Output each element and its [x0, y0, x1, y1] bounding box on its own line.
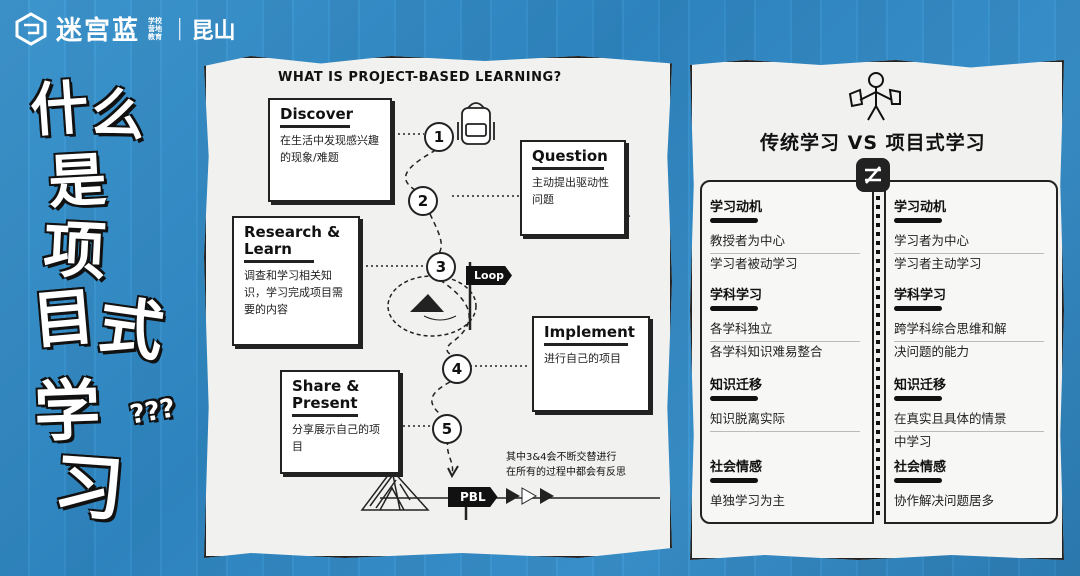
brand-logo: 迷宫蓝 学校营地教育 | 昆山	[14, 10, 235, 47]
section-heading: 学科学习	[894, 288, 947, 303]
note-line: 其中3&4会不断交替进行	[506, 452, 617, 463]
section-heading: 社会情感	[894, 460, 947, 475]
step-title: Implement	[544, 323, 635, 341]
section-text: 在真实且具体的情景	[894, 411, 1007, 426]
comparison-title: 传统学习 VS 项目式学习	[760, 132, 986, 154]
brand-city: 昆山	[191, 18, 236, 44]
section-heading: 知识迁移	[894, 378, 947, 393]
step-title: Share & Present	[292, 377, 360, 412]
step-question-card: Question 主动提出驱动性问题	[520, 140, 626, 236]
step-title: Research & Learn	[244, 223, 341, 258]
trad-section-social: 社会情感 单独学习为主	[710, 456, 860, 511]
pbl-section-transfer: 知识迁移 在真实且具体的情景 中学习	[894, 374, 1044, 452]
step-number-5: 5	[432, 414, 462, 444]
step-desc: 分享展示自己的项目	[292, 423, 380, 453]
pbl-section-motivation: 学习动机 学习者为中心 学习者主动学习	[894, 196, 1044, 274]
trad-section-subject: 学科学习 各学科独立 各学科知识难易整合	[710, 284, 860, 362]
trad-section-motivation: 学习动机 教授者为中心 学习者被动学习	[710, 196, 860, 274]
step-desc: 进行自己的项目	[544, 352, 621, 365]
section-text: 跨学科综合思维和解	[894, 321, 1007, 336]
pbl-sign: PBL	[448, 487, 498, 507]
project-column	[884, 180, 1058, 524]
note-line: 在所有的过程中都会有反思	[506, 467, 626, 478]
play-arrows-icon	[506, 487, 554, 505]
brand-tagline: 学校营地教育	[148, 16, 163, 41]
mountain-lake-icon	[387, 275, 477, 337]
step-title: Question	[532, 147, 608, 165]
step-desc: 在生活中发现感兴趣的现象/难题	[280, 134, 379, 164]
section-text: 各学科知识难易整合	[710, 344, 823, 359]
pbl-section-social: 社会情感 协作解决问题居多	[894, 456, 1044, 511]
section-text: 知识脱离实际	[710, 411, 786, 426]
section-heading: 学科学习	[710, 288, 763, 303]
column-divider	[876, 196, 880, 516]
step-desc: 调查和学习相关知识，学习完成项目需要的内容	[244, 269, 343, 316]
step-discover-card: Discover 在生活中发现感兴趣的现象/难题	[268, 98, 392, 202]
step-number-1: 1	[424, 122, 454, 152]
backpack-icon	[457, 102, 495, 145]
loop-sign: Loop	[466, 266, 512, 285]
section-text: 教授者为中心	[710, 233, 786, 248]
step-number-3: 3	[426, 252, 456, 282]
section-text: 各学科独立	[710, 321, 773, 336]
section-text: 中学习	[894, 434, 932, 449]
section-heading: 学习动机	[710, 200, 763, 215]
pbl-heading: WHAT IS PROJECT-BASED LEARNING?	[278, 70, 562, 85]
section-text: 学习者为中心	[894, 233, 970, 248]
brand-name: 迷宫蓝	[56, 16, 141, 46]
person-comparing-icon	[848, 72, 901, 121]
step-desc: 主动提出驱动性问题	[532, 176, 609, 206]
section-text: 单独学习为主	[710, 493, 786, 508]
trad-section-transfer: 知识迁移 知识脱离实际	[710, 374, 860, 432]
step-number-4: 4	[442, 354, 472, 384]
tent-icon	[360, 468, 430, 511]
step-implement-card: Implement 进行自己的项目	[532, 316, 650, 412]
section-text: 学习者被动学习	[710, 256, 798, 271]
section-text: 学习者主动学习	[894, 256, 982, 271]
loop-note: 其中3&4会不断交替进行 在所有的过程中都会有反思	[506, 450, 626, 480]
traditional-column	[700, 180, 874, 524]
step-research-card: Research & Learn 调查和学习相关知识，学习完成项目需要的内容	[232, 216, 360, 346]
section-text: 协作解决问题居多	[894, 493, 995, 508]
pbl-section-subject: 学科学习 跨学科综合思维和解 决问题的能力	[894, 284, 1044, 362]
section-heading: 知识迁移	[710, 378, 763, 393]
section-heading: 社会情感	[710, 460, 763, 475]
step-title: Discover	[280, 105, 354, 123]
compare-badge-icon	[856, 158, 890, 192]
step-number-2: 2	[408, 186, 438, 216]
section-text: 决问题的能力	[894, 344, 970, 359]
step-share-card: Share & Present 分享展示自己的项目	[280, 370, 400, 474]
section-heading: 学习动机	[894, 200, 947, 215]
maze-logo-icon	[15, 11, 47, 46]
